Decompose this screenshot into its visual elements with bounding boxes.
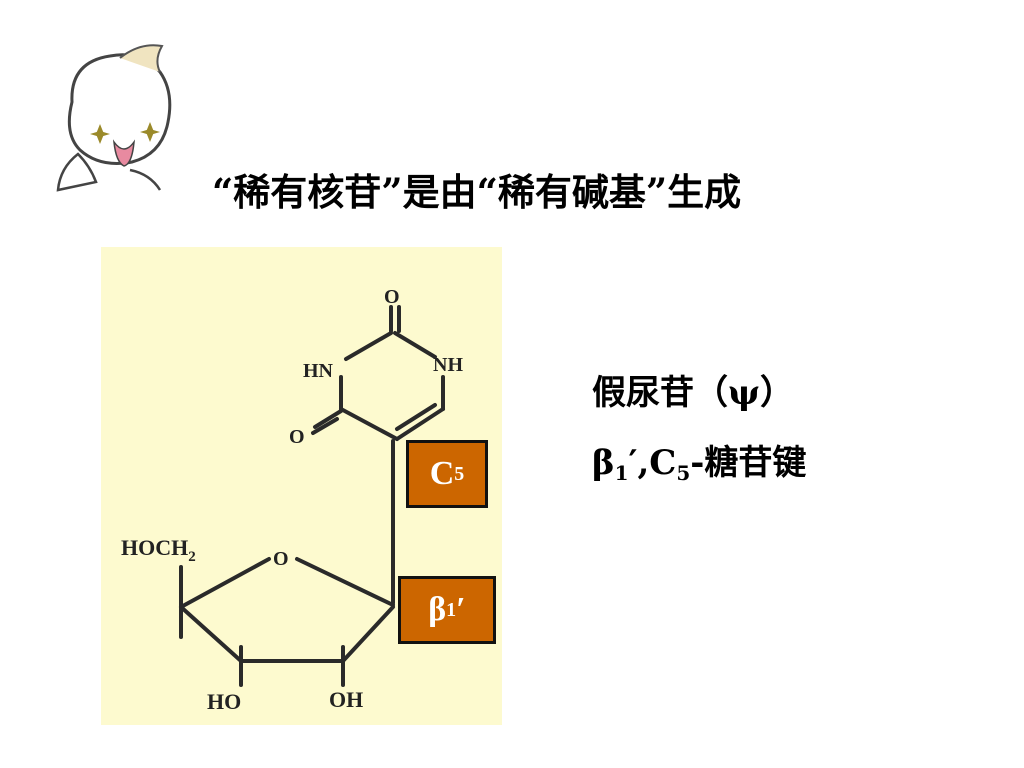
atom-hoch2-sub: 2 [188,549,196,565]
bond-beta: β [592,443,615,483]
beta-main: β [428,591,447,628]
atom-ho: HO [207,689,241,714]
atom-hn: HN [303,360,334,382]
atom-nh: NH [433,354,463,376]
bond-suffix: -糖苷键 [690,443,807,483]
atom-hoch2-main: HOCH [121,535,188,560]
glycosidic-bond-text: β1′,C5-糖苷键 [592,440,992,496]
c5-main: C [429,455,455,492]
atom-o-ring: O [273,548,289,570]
structure-diagram: O HN NH O HOCH2 O HO OH [121,286,463,714]
bond-sub5: 5 [676,461,691,485]
cartoon-face-icon [56,44,172,192]
atom-hoch2: HOCH2 [121,535,196,565]
slide-title: “稀有核苷”是由“稀有碱基”生成 [212,170,742,214]
atom-oh: OH [329,687,363,712]
bond-sub1: 1 [614,461,629,485]
bond-mid: ′,C [628,443,677,483]
beta-prime: ′ [456,591,466,628]
atom-o-top: O [384,286,400,308]
compound-name: 假尿苷（ψ） [592,373,795,413]
beta-sub: 1 [446,598,457,621]
atom-o-left: O [289,426,305,448]
c5-sub: 5 [454,462,465,485]
